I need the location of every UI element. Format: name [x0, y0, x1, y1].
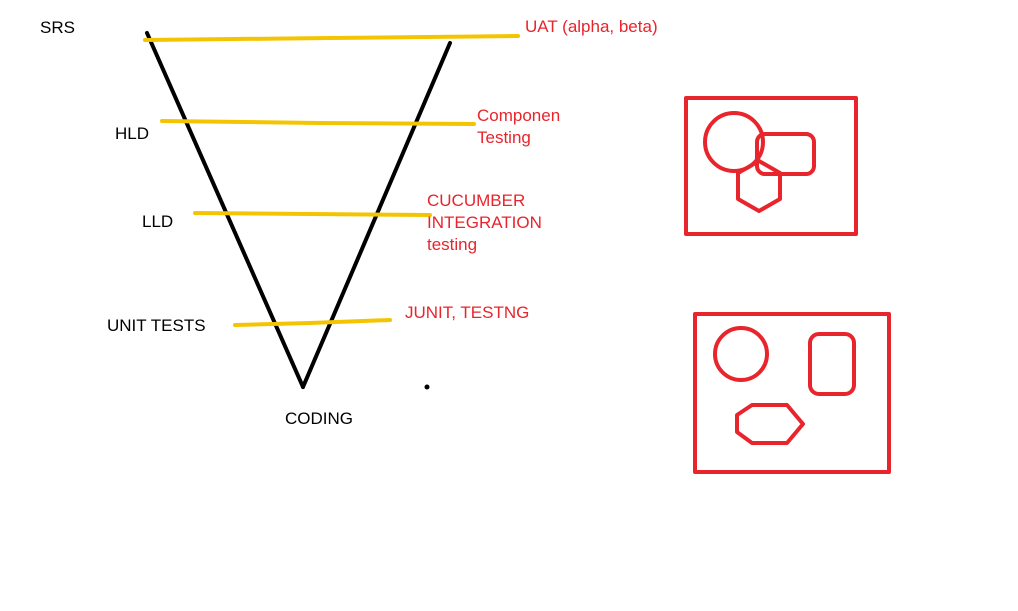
- level-line-unit-tests: [233, 318, 392, 327]
- circle-shape: [713, 326, 769, 382]
- label-lld: LLD: [142, 212, 174, 231]
- v-left-stroke: [145, 31, 305, 389]
- rounded-rect-shape: [755, 132, 816, 176]
- label-integration-line2: INTEGRATION: [427, 213, 542, 232]
- label-integration-line1: CUCUMBER: [427, 191, 526, 210]
- level-line-hld-component: [160, 119, 476, 126]
- level-line-lld-integration: [193, 211, 432, 217]
- frame-top: [684, 96, 858, 236]
- label-component-testing: Componen Testing: [477, 105, 560, 149]
- label-coding: CODING: [285, 409, 353, 428]
- circle-shape: [703, 111, 765, 173]
- label-integration-testing: CUCUMBER INTEGRATION testing: [427, 190, 542, 256]
- frame-bottom: [693, 312, 891, 474]
- label-uat: UAT (alpha, beta): [525, 17, 658, 36]
- hexagon-shape: [735, 403, 805, 445]
- level-line-srs-uat: [143, 34, 520, 42]
- rounded-rect-shape: [808, 332, 856, 396]
- hexagon-shape: [736, 159, 782, 213]
- label-unit-frameworks: JUNIT, TESTNG: [405, 303, 530, 322]
- label-integration-line3: testing: [427, 235, 478, 254]
- overlapping-shapes-illustration: [684, 96, 858, 236]
- stray-dot: [424, 384, 430, 390]
- label-component-line2: Testing: [477, 128, 531, 147]
- label-srs: SRS: [40, 18, 75, 37]
- label-hld: HLD: [115, 124, 150, 143]
- label-component-line1: Componen: [477, 106, 561, 125]
- separated-shapes-illustration: [693, 312, 891, 474]
- label-unit-tests: UNIT TESTS: [107, 316, 206, 335]
